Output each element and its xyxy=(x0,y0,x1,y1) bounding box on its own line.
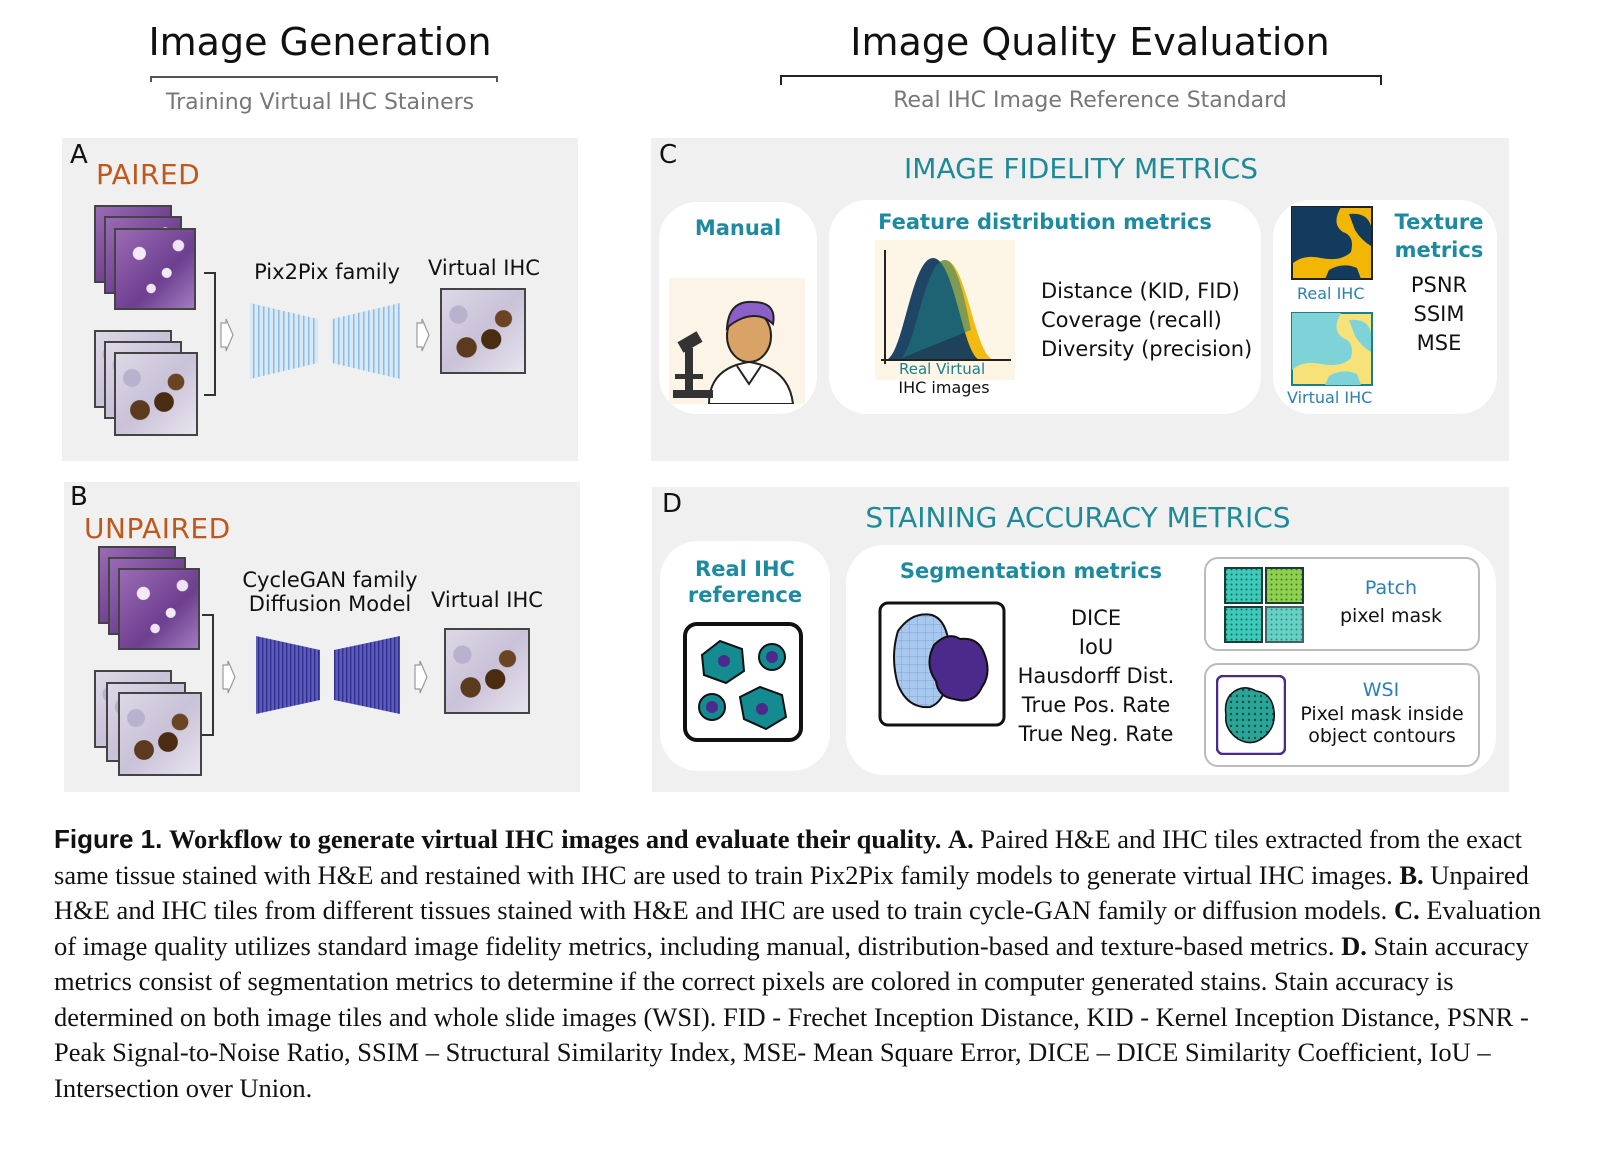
metric-distance: Distance (KID, FID) xyxy=(1041,276,1240,306)
metric-diversity: Diversity (precision) xyxy=(1041,334,1252,364)
caption-c-label: C. xyxy=(1394,895,1420,925)
panel-c: C IMAGE FIDELITY METRICS Manual Feature … xyxy=(651,138,1509,461)
reference-title-2: reference xyxy=(660,583,830,607)
pix2pix-network-icon xyxy=(248,301,402,381)
virtual-ihc-tile xyxy=(444,628,530,714)
panel-b-letter: B xyxy=(70,482,88,512)
segmentation-title: Segmentation metrics xyxy=(886,559,1176,583)
image-generation-title: Image Generation xyxy=(120,20,520,64)
reference-title-1: Real IHC xyxy=(660,557,830,581)
texture-title-1: Texture xyxy=(1389,210,1489,234)
panel-d: D STAINING ACCURACY METRICS Real IHC ref… xyxy=(652,487,1509,792)
diffusion-label: Diffusion Model xyxy=(230,592,430,616)
paired-title: PAIRED xyxy=(96,158,200,191)
patch-sub: pixel mask xyxy=(1316,605,1466,627)
metric-ssim: SSIM xyxy=(1389,299,1489,329)
texture-card: Real IHC Virtual IHC Texture metrics PSN… xyxy=(1273,200,1497,414)
virtual-ihc-label-a: Virtual IHC xyxy=(422,256,546,280)
manual-card: Manual xyxy=(659,202,817,414)
input-bracket xyxy=(204,272,216,396)
patch-title: Patch xyxy=(1316,577,1466,599)
metric-tnr: True Neg. Rate xyxy=(996,719,1196,749)
distribution-plot-icon xyxy=(875,240,1015,380)
panel-b: B UNPAIRED CycleGAN family Diffusion Mod… xyxy=(64,482,580,792)
metric-mse: MSE xyxy=(1389,328,1489,358)
cyclegan-label: CycleGAN family xyxy=(230,568,430,592)
wsi-sub-2: object contours xyxy=(1292,725,1472,747)
image-fidelity-title: IMAGE FIDELITY METRICS xyxy=(831,152,1331,185)
right-header-bracket xyxy=(780,75,1382,85)
virtual-ihc-texture-label: Virtual IHC xyxy=(1287,388,1372,407)
wsi-sub-1: Pixel mask inside xyxy=(1292,703,1472,725)
plot-caption: IHC images xyxy=(889,378,999,397)
patch-box: Patch pixel mask xyxy=(1204,557,1480,651)
input-bracket xyxy=(202,614,214,736)
wsi-title: WSI xyxy=(1296,679,1466,701)
metric-tpr: True Pos. Rate xyxy=(996,690,1196,720)
caption-d-label: D. xyxy=(1341,931,1367,961)
figure-label: Figure 1. xyxy=(54,824,162,854)
pix2pix-label: Pix2Pix family xyxy=(237,260,417,284)
image-generation-subtitle: Training Virtual IHC Stainers xyxy=(120,90,520,115)
segmentation-overlap-icon xyxy=(878,601,1006,727)
real-ihc-texture-icon xyxy=(1291,206,1373,280)
arrow-right-icon xyxy=(220,318,234,352)
virtual-ihc-tile xyxy=(440,288,526,374)
metric-psnr: PSNR xyxy=(1389,270,1489,300)
virtual-ihc-texture-icon xyxy=(1291,312,1373,386)
unpaired-title: UNPAIRED xyxy=(84,512,231,545)
figure-caption: Figure 1. Workflow to generate virtual I… xyxy=(54,822,1544,1106)
caption-b-label: B. xyxy=(1399,860,1423,890)
texture-title-2: metrics xyxy=(1389,238,1489,262)
plot-legend-real: Real xyxy=(899,360,931,378)
segmentation-card: Segmentation metrics DICE IoU Hausdorff … xyxy=(846,545,1496,775)
he-tile xyxy=(118,568,200,650)
feature-distribution-title: Feature distribution metrics xyxy=(829,210,1261,234)
image-quality-title: Image Quality Evaluation xyxy=(790,20,1390,64)
cells-reference-icon xyxy=(682,621,804,743)
manual-title: Manual xyxy=(659,216,817,240)
arrow-right-icon xyxy=(222,660,236,694)
real-ihc-reference-card: Real IHC reference xyxy=(660,541,830,771)
metric-dice: DICE xyxy=(996,603,1196,633)
ihc-tile xyxy=(114,352,198,436)
arrow-right-icon xyxy=(416,318,430,352)
cyclegan-network-icon xyxy=(254,634,404,716)
panel-d-letter: D xyxy=(662,489,682,519)
left-header-bracket xyxy=(150,76,498,82)
wsi-box: WSI Pixel mask inside object contours xyxy=(1204,663,1480,767)
wsi-mask-icon xyxy=(1216,675,1286,755)
panel-a: A PAIRED Pix2Pix family Virtual IHC xyxy=(62,138,578,461)
metric-coverage: Coverage (recall) xyxy=(1041,305,1222,335)
scientist-microscope-icon xyxy=(669,278,805,404)
caption-a-label: A. xyxy=(948,824,974,854)
metric-iou: IoU xyxy=(996,632,1196,662)
staining-accuracy-title: STAINING ACCURACY METRICS xyxy=(828,501,1328,534)
arrow-right-icon xyxy=(414,660,428,694)
metric-hausdorff: Hausdorff Dist. xyxy=(996,661,1196,691)
ihc-tile xyxy=(118,692,202,776)
feature-distribution-card: Feature distribution metrics Real Virtua… xyxy=(829,200,1261,414)
image-quality-subtitle: Real IHC Image Reference Standard xyxy=(790,88,1390,113)
patch-mask-icon xyxy=(1224,567,1304,643)
panel-a-letter: A xyxy=(70,140,88,170)
caption-title: Workflow to generate virtual IHC images … xyxy=(169,824,941,854)
virtual-ihc-label-b: Virtual IHC xyxy=(426,588,548,612)
he-tile xyxy=(114,228,196,310)
plot-legend-virtual: Virtual xyxy=(936,360,985,378)
real-ihc-label: Real IHC xyxy=(1297,284,1365,303)
panel-c-letter: C xyxy=(659,140,677,170)
